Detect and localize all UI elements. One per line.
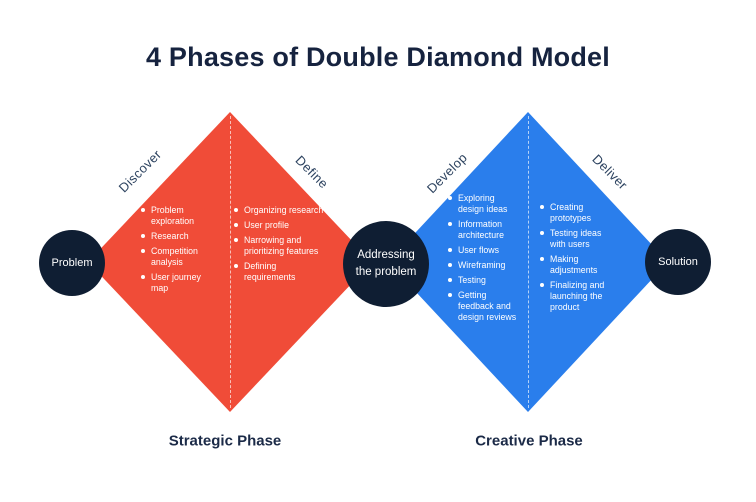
list-item-text: Competition analysis xyxy=(151,246,198,267)
bullet-dot xyxy=(448,263,452,267)
list-item: Wireframing xyxy=(448,260,518,271)
list-item: User profile xyxy=(234,220,328,231)
bullet-dot xyxy=(448,293,452,297)
list-item-text: Problem exploration xyxy=(151,205,195,226)
strategic-diamond xyxy=(88,112,372,412)
list-item-text: Testing ideas with users xyxy=(550,228,602,249)
list-item: Creating prototypes xyxy=(540,202,612,224)
phase-label-discover: Discover xyxy=(115,146,165,196)
list-item: Problem exploration xyxy=(141,205,209,227)
list-item: Making adjustments xyxy=(540,254,612,276)
creative-phase-label: Creative Phase xyxy=(475,432,583,450)
list-item-text: Testing xyxy=(458,275,486,285)
list-item: Defining requirements xyxy=(234,261,328,283)
list-item: Competition analysis xyxy=(141,246,209,268)
list-item-text: Defining requirements xyxy=(244,261,296,282)
list-item: Testing ideas with users xyxy=(540,228,612,250)
list-item-text: Creating prototypes xyxy=(550,202,592,223)
bullet-dot xyxy=(540,257,544,261)
bullet-dot xyxy=(448,248,452,252)
list-item-text: Exploring design ideas xyxy=(458,193,508,214)
bullet-dot xyxy=(234,238,238,242)
discover-list: Problem exploration Research Competition… xyxy=(141,205,209,294)
list-item-text: Research xyxy=(151,231,189,241)
list-item: User journey map xyxy=(141,272,209,294)
bullet-dot xyxy=(448,196,452,200)
list-item-text: User profile xyxy=(244,220,289,230)
list-item: Finalizing and launching the product xyxy=(540,280,612,313)
list-item-text: Getting feedback and design reviews xyxy=(458,290,517,322)
list-item-text: Making adjustments xyxy=(550,254,598,275)
creative-center-dashed-line xyxy=(528,116,529,408)
problem-node: Problem xyxy=(39,230,105,296)
bullet-dot xyxy=(540,231,544,235)
bullet-dot xyxy=(141,208,145,212)
list-item-text: Narrowing and prioritizing features xyxy=(244,235,319,256)
list-item: User flows xyxy=(448,245,518,256)
list-item-text: Wireframing xyxy=(458,260,506,270)
bullet-dot xyxy=(234,223,238,227)
list-item-text: Information architecture xyxy=(458,219,504,240)
bullet-dot xyxy=(234,264,238,268)
bullet-dot xyxy=(448,222,452,226)
list-item: Exploring design ideas xyxy=(448,193,518,215)
strategic-phase-label: Strategic Phase xyxy=(168,432,282,450)
solution-node-label: Solution xyxy=(658,256,698,268)
bullet-dot xyxy=(540,205,544,209)
list-item-text: Finalizing and launching the product xyxy=(550,280,605,312)
list-item: Organizing research xyxy=(234,205,328,216)
strategic-center-dashed-line xyxy=(230,116,231,408)
bullet-dot xyxy=(540,283,544,287)
bullet-dot xyxy=(141,249,145,253)
bullet-dot xyxy=(141,275,145,279)
bullet-dot xyxy=(141,234,145,238)
list-item-text: User journey map xyxy=(151,272,201,293)
list-item: Research xyxy=(141,231,209,242)
page-title: 4 Phases of Double Diamond Model xyxy=(146,42,610,72)
develop-list: Exploring design ideas Information archi… xyxy=(448,193,518,323)
list-item-text: User flows xyxy=(458,245,500,255)
list-item: Narrowing and prioritizing features xyxy=(234,235,328,257)
list-item: Information architecture xyxy=(448,219,518,241)
addressing-problem-node: Addressing the problem xyxy=(343,221,429,307)
list-item: Testing xyxy=(448,275,518,286)
solution-node: Solution xyxy=(645,229,711,295)
addressing-problem-node-label: Addressing the problem xyxy=(355,249,417,278)
deliver-list: Creating prototypes Testing ideas with u… xyxy=(540,202,612,313)
bullet-dot xyxy=(448,278,452,282)
define-list: Organizing research User profile Narrowi… xyxy=(234,205,328,283)
list-item-text: Organizing research xyxy=(244,205,324,215)
creative-diamond xyxy=(388,112,668,412)
bullet-dot xyxy=(234,208,238,212)
problem-node-label: Problem xyxy=(51,257,93,269)
list-item: Getting feedback and design reviews xyxy=(448,290,518,323)
